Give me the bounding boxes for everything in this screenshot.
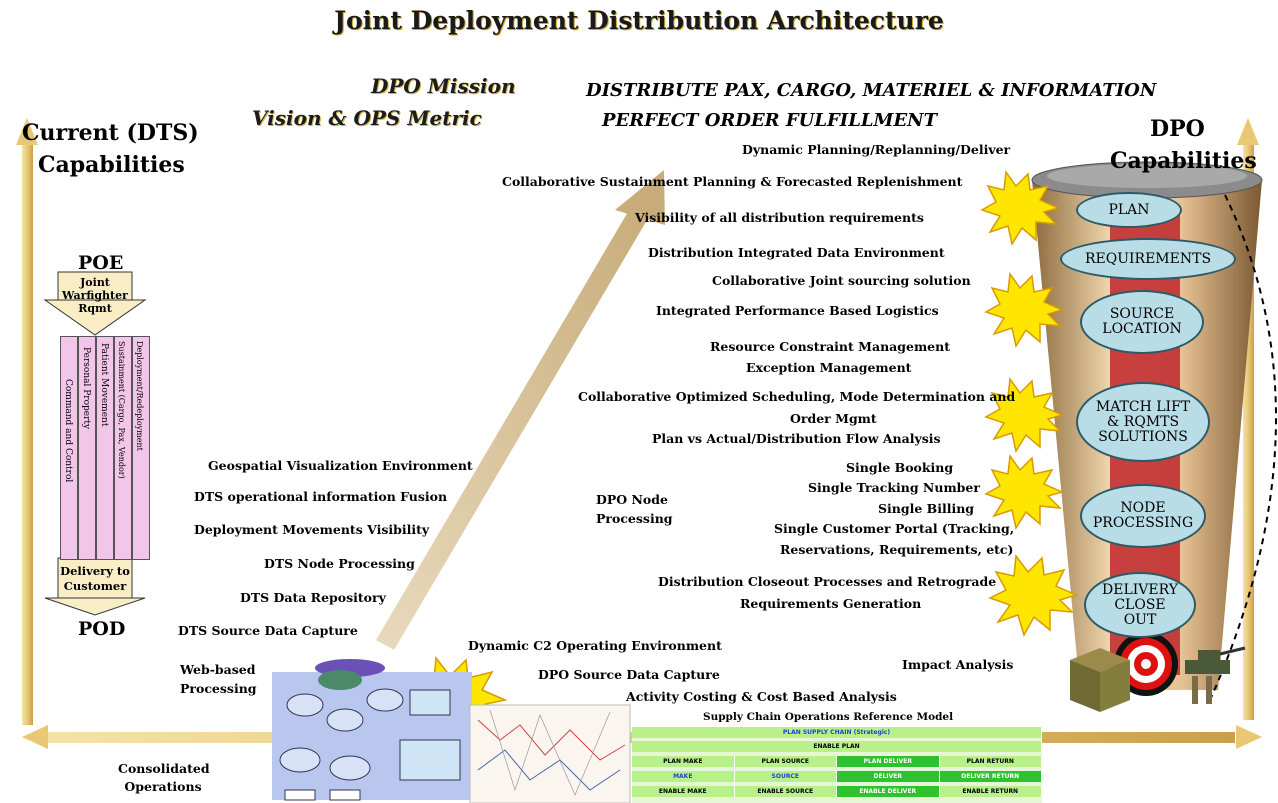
dpo-mission-label: DPO Mission (371, 74, 516, 98)
starburst-delivery (988, 554, 1079, 637)
bar-personal-property: Personal Property (78, 336, 96, 560)
cap-dpo-source: DPO Source Data Capture (538, 667, 720, 682)
left-axis-arrow (16, 118, 38, 725)
scor-cell: DELIVER RETURN (939, 771, 1042, 782)
cap-order-mgmt: Order Mgmt (790, 411, 877, 426)
cap-retrograde: Requirements Generation (740, 596, 922, 611)
cap-dynamic-c2: Dynamic C2 Operating Environment (468, 638, 722, 653)
scor-cell: DELIVER (837, 771, 940, 782)
mission-statement: DISTRIBUTE PAX, CARGO, MATERIEL & INFORM… (586, 80, 1157, 101)
scor-cell: PLAN SOURCE (734, 756, 837, 767)
vision-ops-metric-label: Vision & OPS Metric (252, 106, 482, 130)
military-vehicle-icon (1185, 646, 1246, 704)
poe-label: POE (78, 252, 124, 274)
flow-chart-thumbnail (469, 704, 631, 803)
starburst-plan (980, 169, 1061, 246)
starburst-match (984, 376, 1065, 453)
scor-row-2: ENABLE PLAN (632, 741, 1042, 752)
scor-cell: PLAN MAKE (632, 756, 735, 767)
poe-arrow (43, 271, 147, 336)
page-title: Joint Deployment Distribution Architectu… (334, 6, 944, 35)
scor-cell: SOURCE (734, 771, 837, 782)
oval-plan: PLAN (1076, 192, 1182, 228)
cap-exception: Exception Management (746, 360, 912, 375)
pod-label: POD (78, 618, 126, 640)
dts-capability-fusion: DTS operational information Fusion (194, 489, 448, 504)
dpo-heading: DPO (1150, 116, 1205, 142)
oval-node-processing: NODE PROCESSING (1080, 484, 1206, 548)
cap-joint-sourcing: Collaborative Joint sourcing solution (712, 273, 971, 288)
scor-row-4: MAKE SOURCE DELIVER DELIVER RETURN (632, 771, 1042, 782)
cap-impact-analysis: Impact Analysis (902, 657, 1014, 672)
current-dts-heading: Current (DTS) (22, 120, 199, 146)
cap-scor-label: Supply Chain Operations Reference Model (703, 711, 954, 723)
starburst-source (984, 271, 1065, 348)
scor-cell: ENABLE PLAN (632, 741, 1042, 752)
scor-row-1: PLAN SUPPLY CHAIN (Strategic) (632, 727, 1042, 738)
metric-statement: PERFECT ORDER FULFILLMENT (602, 110, 938, 131)
scor-cell: ENABLE MAKE (632, 786, 735, 797)
cap-closeout: Distribution Closeout Processes and Retr… (658, 574, 997, 589)
dts-capability-repository: DTS Data Repository (240, 590, 386, 605)
cap-visibility: Visibility of all distribution requireme… (635, 210, 924, 225)
diagonal-arrow (376, 170, 665, 650)
scor-cell: ENABLE SOURCE (734, 786, 837, 797)
oval-requirements: REQUIREMENTS (1060, 238, 1236, 280)
poe-arrow-text: Joint Warfighter Rqmt (62, 276, 128, 315)
dts-capability-source: DTS Source Data Capture (178, 623, 358, 638)
cap-single-billing: Single Billing (878, 501, 975, 516)
pod-arrow-text: Delivery to Customer (60, 564, 130, 593)
cap-single-booking: Single Booking (846, 460, 954, 475)
cap-customer-portal: Single Customer Portal (Tracking, (774, 521, 1015, 536)
cap-single-tracking: Single Tracking Number (808, 480, 980, 495)
cap-plan-vs-actual: Plan vs Actual/Distribution Flow Analysi… (652, 431, 941, 446)
scor-cell: PLAN DELIVER (837, 756, 940, 767)
cap-activity-costing: Activity Costing & Cost Based Analysis (626, 689, 897, 704)
current-capabilities-heading: Capabilities (38, 152, 185, 178)
target-icon (1114, 632, 1178, 696)
network-diagram-thumbnail (272, 659, 472, 801)
scor-cell: PLAN SUPPLY CHAIN (Strategic) (632, 727, 1042, 738)
scor-cell: ENABLE DELIVER (837, 786, 940, 797)
oval-match-lift: MATCH LIFT & RQMTS SOLUTIONS (1076, 382, 1210, 462)
dts-capability-node: DTS Node Processing (264, 556, 415, 571)
cap-resource-constraint: Resource Constraint Management (710, 339, 950, 354)
dts-capability-geospatial: Geospatial Visualization Environment (208, 458, 473, 473)
oval-delivery-close-out: DELIVERY CLOSE OUT (1084, 572, 1196, 638)
bar-deployment: Deployment/Redeployment (132, 336, 150, 560)
cap-dide: Distribution Integrated Data Environment (648, 245, 945, 260)
scor-row-5: ENABLE MAKE ENABLE SOURCE ENABLE DELIVER… (632, 786, 1042, 797)
bar-sustainment: Sustainment (Cargo, Pax, Vendor) (114, 336, 132, 560)
oval-source-location: SOURCE LOCATION (1080, 290, 1204, 354)
cap-ipbl: Integrated Performance Based Logistics (656, 303, 939, 318)
starburst-node (984, 453, 1065, 530)
pod-arrow (44, 557, 146, 616)
scor-cell: MAKE (632, 771, 735, 782)
scor-table: PLAN SUPPLY CHAIN (Strategic) ENABLE PLA… (632, 727, 1042, 803)
dpo-capabilities-heading: Capabilities (1110, 148, 1257, 174)
scor-cell: ENABLE RETURN (939, 786, 1042, 797)
cap-collab-sustainment: Collaborative Sustainment Planning & For… (502, 174, 963, 189)
bar-patient-movement: Patient Movement (96, 336, 114, 560)
scor-row-3: PLAN MAKE PLAN SOURCE PLAN DELIVER PLAN … (632, 756, 1042, 767)
cap-scheduling: Collaborative Optimized Scheduling, Mode… (578, 389, 1016, 404)
scor-cell: PLAN RETURN (939, 756, 1042, 767)
cap-customer-portal-2: Reservations, Requirements, etc) (780, 542, 1014, 557)
dts-capability-movements: Deployment Movements Visibility (194, 522, 430, 537)
cargo-crates-icon (1070, 648, 1130, 712)
cap-dynamic-planning: Dynamic Planning/Replanning/Deliver (742, 142, 1011, 157)
bar-command-control: Command and Control (60, 336, 78, 560)
right-axis-arrow (1237, 118, 1259, 720)
